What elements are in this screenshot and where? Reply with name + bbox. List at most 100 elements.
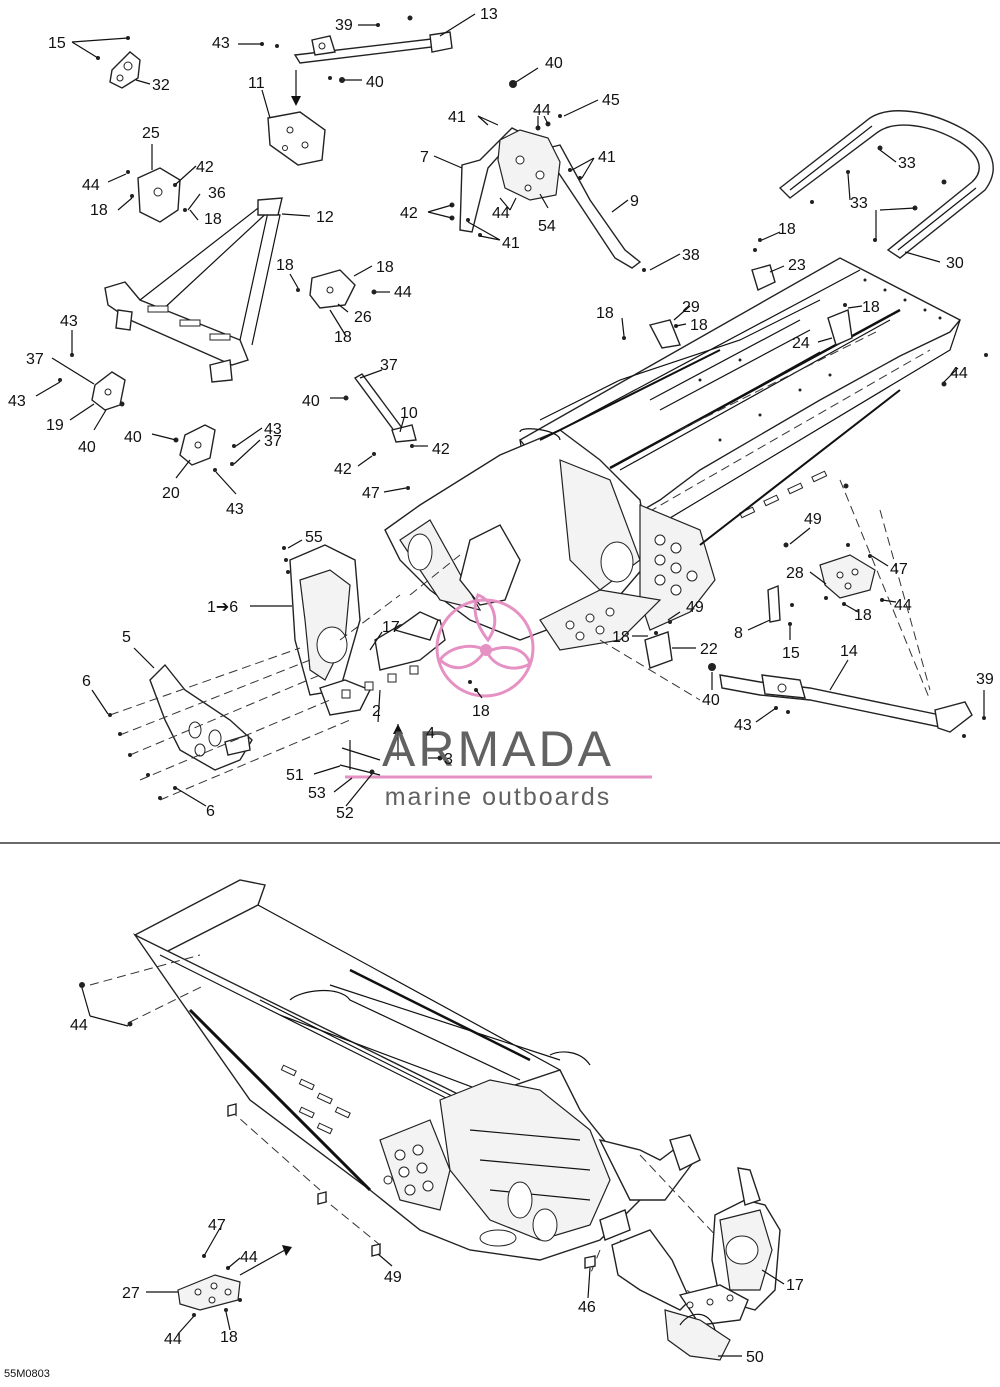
callout-44: 44 <box>492 205 510 222</box>
callout-51: 51 <box>286 767 304 784</box>
callout-44: 44 <box>164 1331 182 1348</box>
callout-24: 24 <box>792 335 810 352</box>
callout-4: 4 <box>426 725 435 742</box>
callout-18: 18 <box>276 257 294 274</box>
callout-19: 19 <box>46 417 64 434</box>
part-32-bracket <box>96 36 141 89</box>
callout-43: 43 <box>212 35 230 52</box>
callout-18: 18 <box>612 629 630 646</box>
callout-41: 41 <box>502 235 520 252</box>
upper-exploded-view: ARMADA marine outboards <box>58 15 994 811</box>
callout-46: 46 <box>578 1299 596 1316</box>
callout-28: 28 <box>786 565 804 582</box>
part-23-24-brackets <box>751 238 988 387</box>
callout-54: 54 <box>538 218 556 235</box>
callout-40: 40 <box>366 74 384 91</box>
callout-13: 13 <box>480 6 498 23</box>
callout-36: 36 <box>208 185 226 202</box>
front-suspension-assembly <box>108 544 701 801</box>
callout-41: 41 <box>598 149 616 166</box>
part-30-bumper <box>778 110 994 259</box>
callout-18: 18 <box>854 607 872 624</box>
callout-18: 18 <box>690 317 708 334</box>
callout-40: 40 <box>78 439 96 456</box>
part-7-9-arms <box>449 80 646 272</box>
callout-37: 37 <box>380 357 398 374</box>
callout-43: 43 <box>264 421 282 438</box>
callout-44: 44 <box>533 102 551 119</box>
running-board-outline <box>539 329 901 546</box>
callout-42: 42 <box>334 461 352 478</box>
callout-6: 6 <box>82 673 91 690</box>
part-12-aframe <box>104 197 283 383</box>
callout-50: 50 <box>746 1349 764 1366</box>
callout-43: 43 <box>226 501 244 518</box>
callout-9: 9 <box>630 193 639 210</box>
callout-38: 38 <box>682 247 700 264</box>
callout-39: 39 <box>335 17 353 34</box>
lower-assembled-view <box>79 879 781 1361</box>
callout-33: 33 <box>898 155 916 172</box>
diagram-code: 55M0803 <box>4 1368 50 1380</box>
callout-18: 18 <box>472 703 490 720</box>
part-14-bar <box>708 479 986 738</box>
callout-5: 5 <box>122 629 131 646</box>
callout-18: 18 <box>778 221 796 238</box>
callout-44: 44 <box>394 284 412 301</box>
callout-25: 25 <box>142 125 160 142</box>
part-11-plate <box>267 111 326 166</box>
part-19-20-brackets <box>58 353 236 472</box>
part-8-22-brackets <box>644 584 794 669</box>
callout-49: 49 <box>384 1269 402 1286</box>
callout-47: 47 <box>208 1217 226 1234</box>
part-10-rod <box>343 373 417 490</box>
callout-17: 17 <box>786 1277 804 1294</box>
callout-47: 47 <box>890 561 908 578</box>
main-tunnel-frame <box>384 257 962 651</box>
callout-18: 18 <box>596 305 614 322</box>
callout-44: 44 <box>82 177 100 194</box>
callout-37: 37 <box>264 433 282 450</box>
callout-15: 15 <box>48 35 66 52</box>
part-25-bracket <box>126 167 187 223</box>
callout-15: 15 <box>782 645 800 662</box>
callout-40: 40 <box>124 429 142 446</box>
callout-49: 49 <box>686 599 704 616</box>
part-29-strip <box>622 319 681 349</box>
callout-8: 8 <box>734 625 743 642</box>
callout-2: 2 <box>372 703 381 720</box>
part-28-step <box>783 483 884 606</box>
callout-43: 43 <box>734 717 752 734</box>
callout-30: 30 <box>946 255 964 272</box>
callout-20: 20 <box>162 485 180 502</box>
callout-labels: 15 32 43 39 13 40 11 40 41 44 45 7 41 42… <box>8 6 994 1366</box>
callout-44: 44 <box>240 1249 258 1266</box>
callout-32: 32 <box>152 77 170 94</box>
part-13-bar <box>260 15 453 106</box>
callout-37: 37 <box>26 351 44 368</box>
watermark-subtitle: marine outboards <box>385 783 612 811</box>
callout-40: 40 <box>702 692 720 709</box>
callout-7: 7 <box>420 149 429 166</box>
leader-lines <box>35 13 985 1357</box>
callout-18: 18 <box>220 1329 238 1346</box>
callout-43: 43 <box>60 313 78 330</box>
callout-44: 44 <box>950 365 968 382</box>
callout-18: 18 <box>862 299 880 316</box>
callout-12: 12 <box>316 209 334 226</box>
callout-41: 41 <box>448 109 466 126</box>
callout-33: 33 <box>850 195 868 212</box>
callout-22: 22 <box>700 641 718 658</box>
callout-18: 18 <box>376 259 394 276</box>
callout-18: 18 <box>334 329 352 346</box>
callout-45: 45 <box>602 92 620 109</box>
callout-14: 14 <box>840 643 858 660</box>
callout-42: 42 <box>196 159 214 176</box>
callout-18: 18 <box>90 202 108 219</box>
callout-42: 42 <box>432 441 450 458</box>
callout-10: 10 <box>400 405 418 422</box>
callout-3: 3 <box>444 751 453 768</box>
callout-47: 47 <box>362 485 380 502</box>
